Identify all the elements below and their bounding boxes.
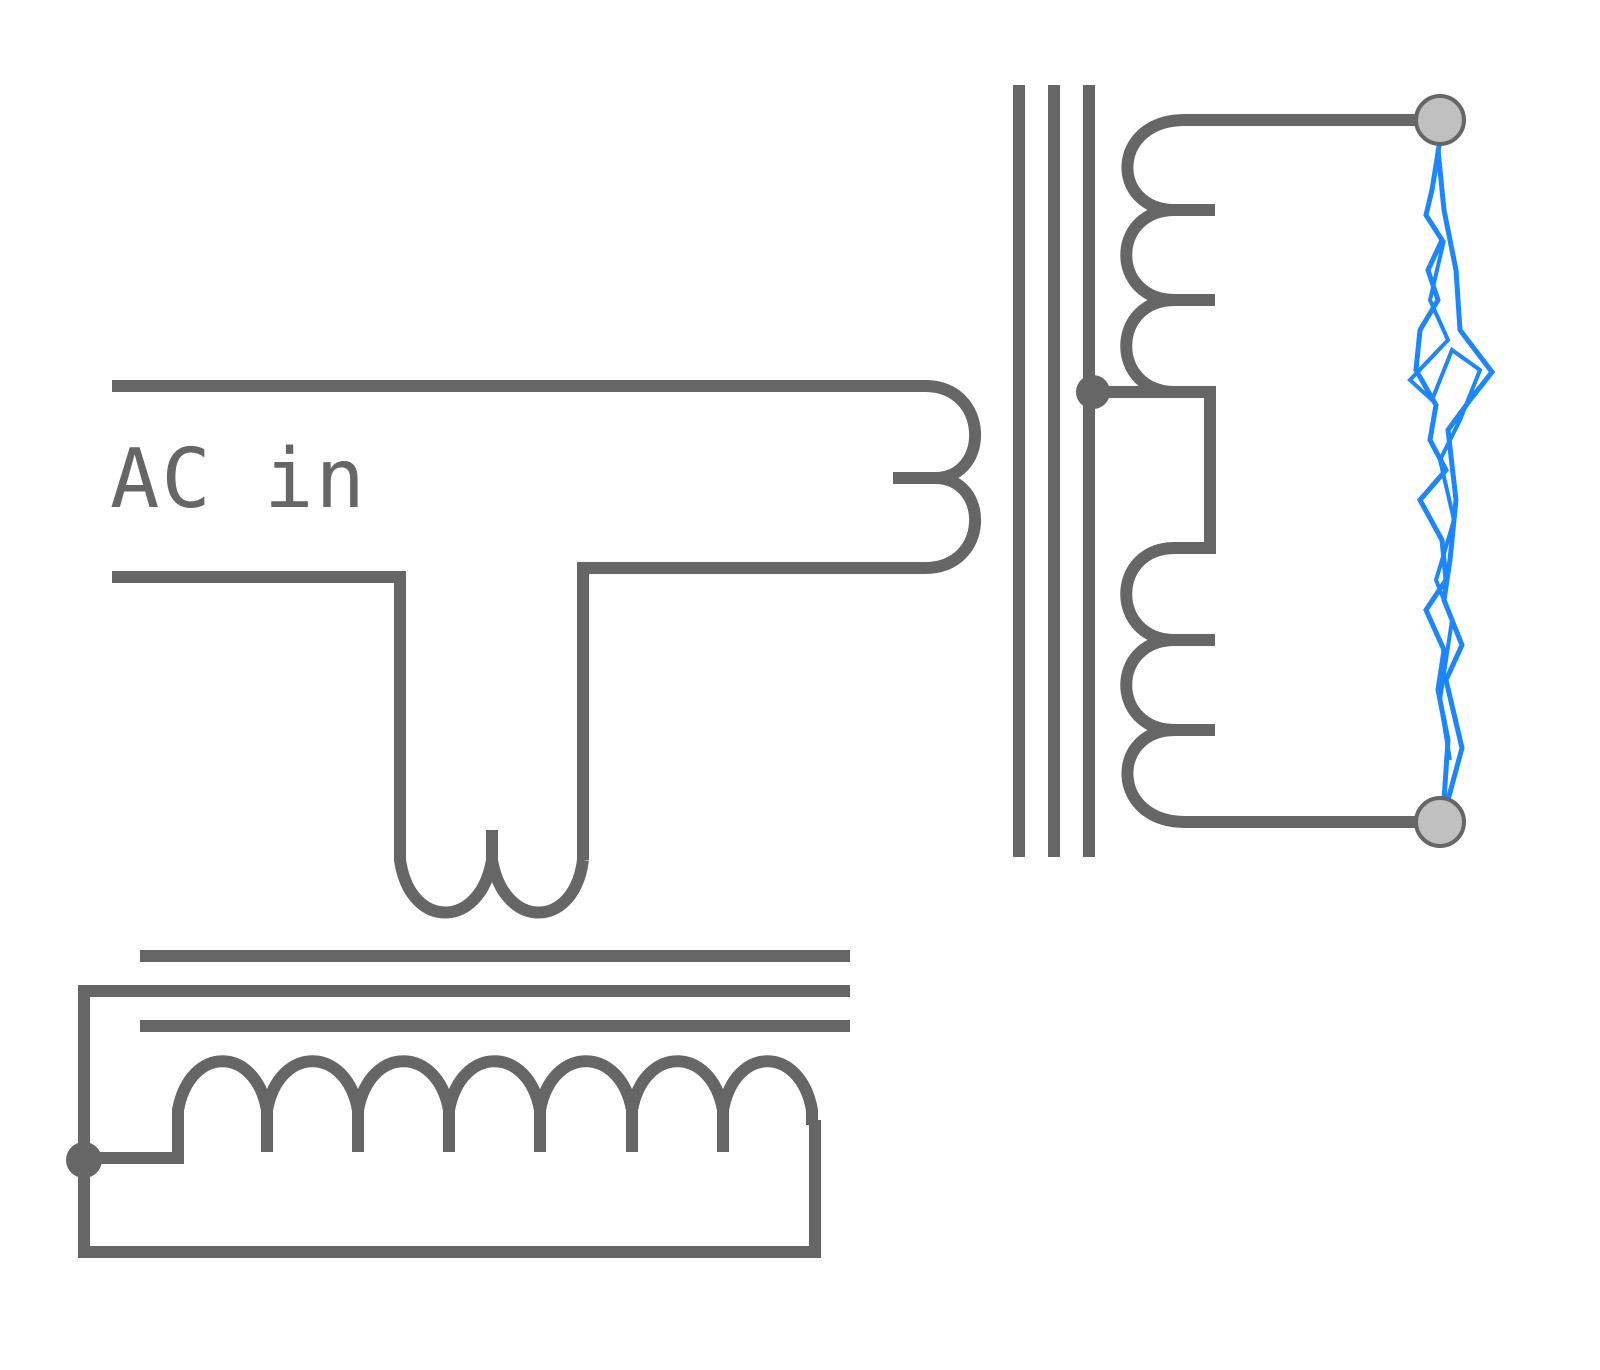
junction-dot: [1076, 375, 1110, 409]
output-transformer: [1013, 85, 1440, 857]
ac-input-label: AC in: [110, 432, 367, 527]
bottom-terminal: [1414, 796, 1466, 848]
junction-dot: [66, 1142, 102, 1178]
bottom-transformer: [66, 950, 850, 1258]
top-terminal: [1414, 94, 1466, 146]
spark-gap: [1407, 94, 1496, 848]
ac-input-coil: [112, 380, 982, 919]
